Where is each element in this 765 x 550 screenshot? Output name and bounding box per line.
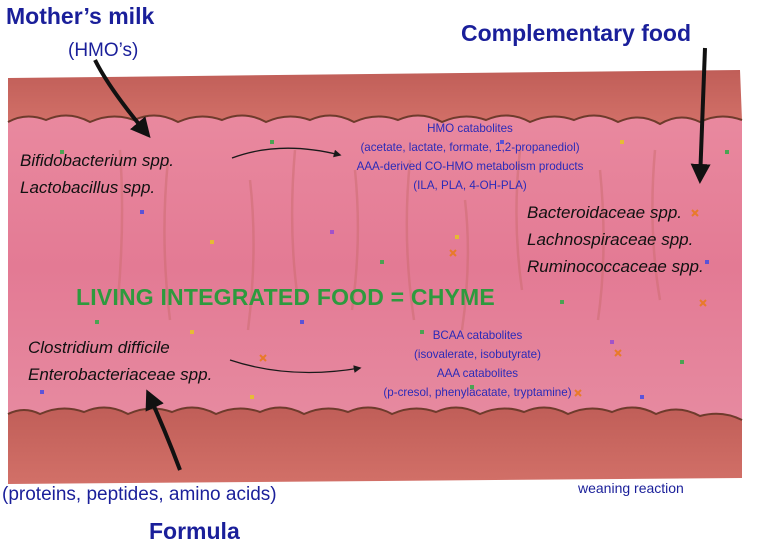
microbe-dots: [40, 140, 729, 399]
metabolite-line: BCAA catabolites: [432, 329, 523, 342]
metabolite-line: (ILA, PLA, 4-OH-PLA): [413, 179, 527, 192]
weaning-reaction-label: weaning reaction: [578, 480, 684, 496]
bacteria-name: Clostridium difficile: [28, 338, 170, 357]
bacteria-name: Ruminococcaceae spp.: [527, 257, 704, 276]
upper-gut-wall: [8, 70, 742, 124]
bacteria-name: Lactobacillus spp.: [20, 178, 156, 197]
bacteria-name: Bifidobacterium spp.: [20, 151, 175, 170]
lower-epithelium-line: [7, 406, 743, 421]
bottom-left-bacteria: Clostridium difficile Enterobacteriaceae…: [28, 334, 212, 388]
metabolite-line: AAA catabolites: [436, 367, 519, 380]
villi-strokes: [116, 149, 662, 331]
bottom-metabolites: BCAA catabolites (isovalerate, isobutyra…: [355, 326, 600, 402]
mothers-milk-label: Mother’s milk: [6, 3, 155, 29]
formula-label: Formula: [149, 518, 240, 544]
metabolite-line: AAA-derived CO-HMO metabolism products: [356, 160, 584, 173]
complementary-food-label: Complementary food: [461, 20, 692, 46]
top-left-bacteria: Bifidobacterium spp. Lactobacillus spp.: [20, 147, 174, 201]
hmos-label: (HMO’s): [68, 40, 139, 61]
metabolite-line: (acetate, lactate, formate, 1,2-propaned…: [360, 141, 580, 154]
top-metabolites: HMO catabolites (acetate, lactate, forma…: [340, 119, 600, 195]
right-bacteria: Bacteroidaceae spp. Lachnospiraceae spp.…: [527, 199, 704, 280]
bacteria-name: Bacteroidaceae spp.: [527, 203, 682, 222]
lower-metabolite-arrow: [229, 359, 362, 374]
formula-arrow: [145, 389, 182, 471]
mothers-milk-arrow: [93, 59, 151, 139]
center-title: LIVING INTEGRATED FOOD = CHYME: [76, 284, 495, 310]
metabolite-line: HMO catabolites: [427, 122, 513, 135]
bacteria-name: Enterobacteriaceae spp.: [28, 365, 213, 384]
orange-microbes: [259, 209, 707, 397]
metabolite-line: (p-cresol, phenylacatate, tryptamine): [383, 386, 572, 399]
formula-inputs-label: (proteins, peptides, amino acids): [2, 484, 277, 505]
upper-metabolite-arrow: [231, 147, 342, 159]
bacteria-name: Lachnospiraceae spp.: [527, 230, 694, 249]
lower-gut-wall: [8, 407, 742, 484]
metabolite-line: (isovalerate, isobutyrate): [414, 348, 541, 361]
complementary-food-arrow: [690, 47, 711, 184]
gut-lumen: [8, 115, 742, 421]
